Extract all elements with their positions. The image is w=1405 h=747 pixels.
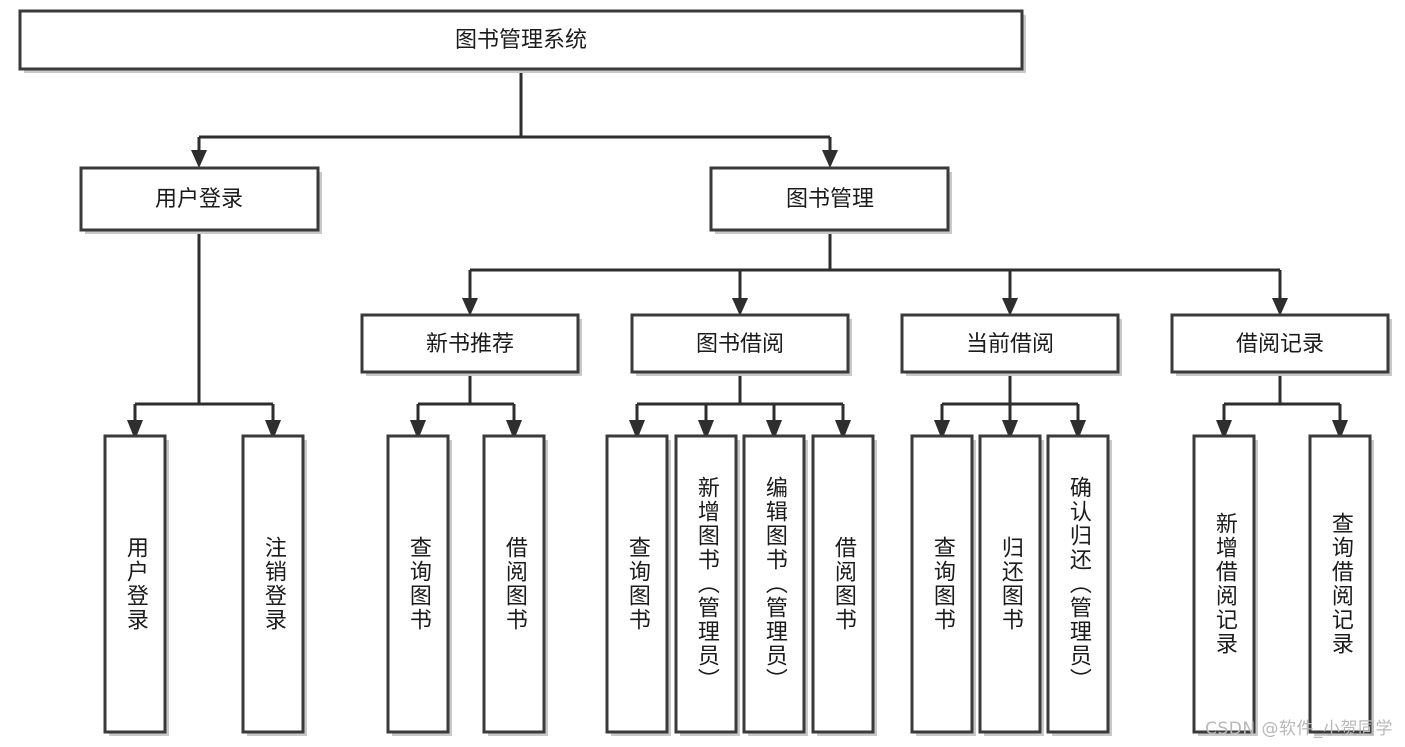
node-current-borrow-label: 当前借阅: [966, 332, 1054, 357]
node-leaf-user-login[interactable]: [103, 434, 169, 736]
node-leaf-confirm-return[interactable]: [1046, 434, 1112, 736]
node-root-label: 图书管理系统: [455, 28, 587, 53]
node-leaf-query-book-1[interactable]: [386, 434, 452, 736]
node-borrow-record[interactable]: 借阅记录: [1170, 313, 1392, 376]
connector-user-login-children: [127, 232, 281, 440]
node-book-manage-label: 图书管理: [786, 187, 874, 212]
connector-new-book-rec-children: [410, 375, 522, 440]
node-leaf-borrow-book-2[interactable]: [811, 434, 877, 736]
node-new-book-rec[interactable]: 新书推荐: [360, 313, 582, 376]
node-leaf-borrow-book-1[interactable]: [482, 434, 548, 736]
node-leaf-query-book-2[interactable]: [605, 434, 671, 736]
node-book-borrow[interactable]: 图书借阅: [630, 313, 852, 376]
node-leaf-edit-book[interactable]: [742, 434, 808, 736]
node-root[interactable]: 图书管理系统: [18, 9, 1026, 73]
node-leaf-user-logout[interactable]: [241, 434, 307, 736]
node-leaf-add-record[interactable]: [1192, 434, 1258, 736]
node-borrow-record-label: 借阅记录: [1236, 332, 1324, 357]
node-leaf-add-book[interactable]: [674, 434, 740, 736]
node-user-login-label: 用户登录: [155, 187, 243, 212]
node-book-manage[interactable]: 图书管理: [709, 166, 952, 234]
node-user-login[interactable]: 用户登录: [79, 166, 322, 234]
connector-book-manage-children: [462, 232, 1288, 316]
node-leaf-query-book-3[interactable]: [910, 434, 976, 736]
node-book-borrow-label: 图书借阅: [696, 332, 784, 357]
connector-borrow-record-children: [1216, 375, 1348, 440]
csdn-watermark: CSDN @软件_小贺同学: [1205, 719, 1393, 739]
connector-current-borrow-children: [934, 375, 1086, 440]
connector-root-trunk: [191, 71, 838, 168]
node-leaf-query-record[interactable]: [1308, 434, 1374, 736]
node-current-borrow[interactable]: 当前借阅: [900, 313, 1122, 376]
connector-book-borrow-children: [629, 375, 851, 440]
node-new-book-rec-label: 新书推荐: [426, 332, 514, 357]
node-leaf-return-book[interactable]: [978, 434, 1044, 736]
